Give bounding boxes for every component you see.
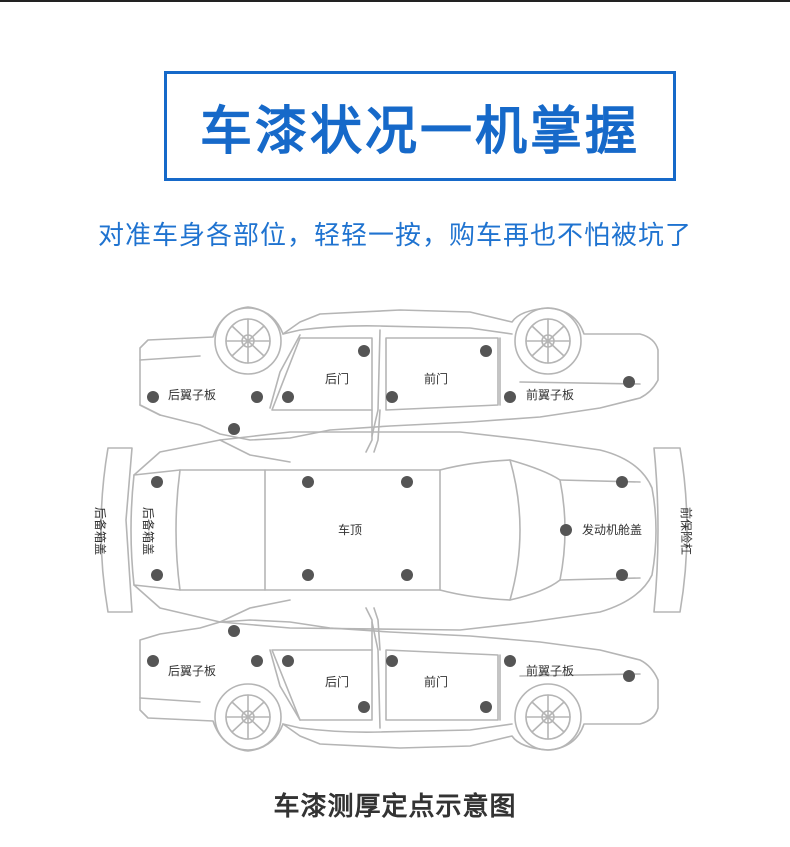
measure-points (147, 345, 635, 713)
measure-point (151, 476, 163, 488)
measure-point (560, 524, 572, 536)
label-top-front-fender: 前翼子板 (526, 387, 574, 402)
label-bottom-rear-fender: 后翼子板 (168, 664, 216, 678)
title-frame: 车漆状况一机掌握 (164, 71, 676, 181)
measure-point (401, 476, 413, 488)
measure-point (147, 655, 159, 667)
measure-point (358, 701, 370, 713)
measure-point (302, 476, 314, 488)
page-subtitle: 对准车身各部位，轻轻一按，购车再也不怕被坑了 (97, 221, 692, 251)
measure-point (623, 670, 635, 682)
label-roof: 车顶 (338, 522, 362, 537)
measure-point (386, 655, 398, 667)
measure-point (480, 701, 492, 713)
label-front-bumper: 前保险杠 (679, 507, 694, 555)
measure-point (228, 625, 240, 637)
label-bottom-rear-door: 后门 (325, 674, 349, 689)
page-title: 车漆状况一机掌握 (199, 101, 640, 162)
measure-point (616, 476, 628, 488)
measure-point (251, 655, 263, 667)
measure-point (616, 569, 628, 581)
measure-point (302, 569, 314, 581)
label-bottom-front-fender: 前翼子板 (526, 663, 574, 678)
measure-point (282, 655, 294, 667)
measure-point (401, 569, 413, 581)
measure-point (623, 376, 635, 388)
measure-point (147, 391, 159, 403)
measure-point (358, 345, 370, 357)
label-bottom-front-door: 前门 (424, 674, 448, 689)
measure-point (504, 655, 516, 667)
label-rear-bumper: 后备箱盖 (93, 507, 108, 555)
side-view-top (139, 306, 659, 453)
label-top-rear-fender: 后翼子板 (168, 388, 216, 402)
diagram-caption: 车漆测厚定点示意图 (273, 792, 517, 822)
measure-point (282, 391, 294, 403)
measure-point (504, 391, 516, 403)
label-trunk-lid: 后备箱盖 (141, 507, 156, 555)
measure-point (480, 345, 492, 357)
top-divider (0, 0, 790, 2)
measure-point (151, 569, 163, 581)
label-hood: 发动机舱盖 (582, 522, 642, 537)
measure-point (228, 423, 240, 435)
side-view-bottom (139, 607, 659, 752)
label-top-rear-door: 后门 (325, 371, 349, 386)
measure-point (386, 391, 398, 403)
measure-point (251, 391, 263, 403)
label-top-front-door: 前门 (424, 371, 448, 386)
